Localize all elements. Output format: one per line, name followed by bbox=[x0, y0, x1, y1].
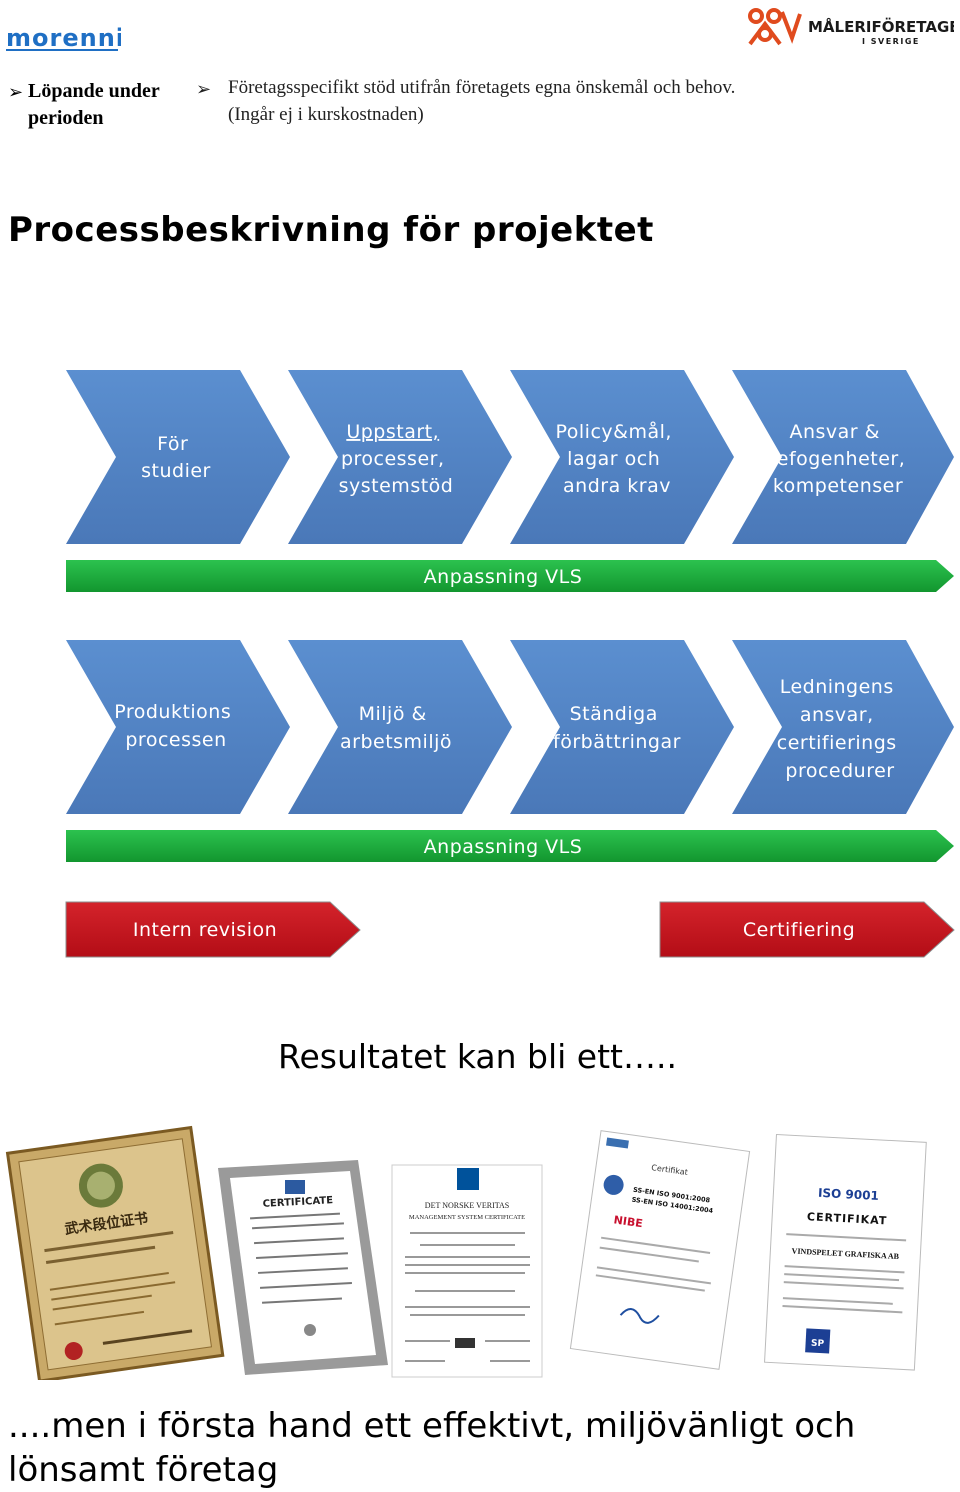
right-bullet-line1: Företagsspecifikt stöd utifrån företaget… bbox=[228, 74, 918, 101]
maleriforetagen-subname: I SVERIGE bbox=[862, 37, 920, 46]
maleriforetagen-logo: MÅLERIFÖRETAGEN I SVERIGE bbox=[744, 4, 954, 48]
chevron-produktion bbox=[66, 640, 290, 814]
process-diagram: För studier Uppstart, processer, systems… bbox=[0, 360, 960, 970]
certificate-iso9001: ISO 9001 CERTIFIKAT VINDSPELET GRAFISKA … bbox=[765, 1135, 927, 1371]
certificate-framed: CERTIFICATE bbox=[218, 1160, 388, 1375]
certificate-dnv-subtitle: MANAGEMENT SYSTEM CERTIFICATE bbox=[409, 1214, 525, 1221]
result-text: Resultatet kan bli ett….. bbox=[278, 1037, 677, 1076]
maleriforetagen-emblem-icon bbox=[750, 10, 800, 44]
maleriforetagen-name: MÅLERIFÖRETAGEN bbox=[808, 17, 954, 36]
certificate-wushu: 武术段位证书 bbox=[8, 1128, 223, 1380]
morenni-logo: morenni bbox=[6, 24, 121, 52]
arrow-bullet-icon: ➢ bbox=[196, 76, 211, 103]
chevron-label-policy: Policy&mål, lagar och andra krav bbox=[556, 420, 679, 497]
page-title: Processbeskrivning för projektet bbox=[8, 210, 654, 250]
morenni-logo-text: morenni bbox=[6, 24, 121, 52]
right-bullet-line2: (Ingår ej i kurskostnaden) bbox=[228, 101, 918, 128]
arrow-bullet-icon: ➢ bbox=[8, 79, 23, 106]
closing-text: ....men i första hand ett effektivt, mil… bbox=[8, 1404, 958, 1492]
certificate-images: 武术段位证书 CERTIFICATE DET NORSKE VERITAS M bbox=[0, 1115, 960, 1380]
certificate-dnv: DET NORSKE VERITAS MANAGEMENT SYSTEM CER… bbox=[392, 1165, 542, 1377]
certifiering-label: Certifiering bbox=[743, 919, 855, 941]
certificate-iso-logo: SP bbox=[811, 1339, 825, 1350]
certificate-dnv-title: DET NORSKE VERITAS bbox=[425, 1201, 509, 1210]
green-bar-2-label: Anpassning VLS bbox=[424, 836, 583, 858]
certificate-nibe: Certifikat SS-EN ISO 9001:2008 SS-EN ISO… bbox=[570, 1131, 749, 1370]
left-bullet-text: Löpande under perioden bbox=[28, 78, 178, 132]
intern-revision-label: Intern revision bbox=[133, 919, 277, 941]
green-bar-1-label: Anpassning VLS bbox=[424, 566, 583, 588]
chevron-forbattringar bbox=[510, 640, 734, 814]
chevron-label-uppstart: Uppstart, processer, systemstöd bbox=[339, 421, 454, 497]
chevron-miljo bbox=[288, 640, 512, 814]
chevron-for-studier bbox=[66, 370, 290, 544]
chevron-ledningens bbox=[732, 640, 954, 814]
